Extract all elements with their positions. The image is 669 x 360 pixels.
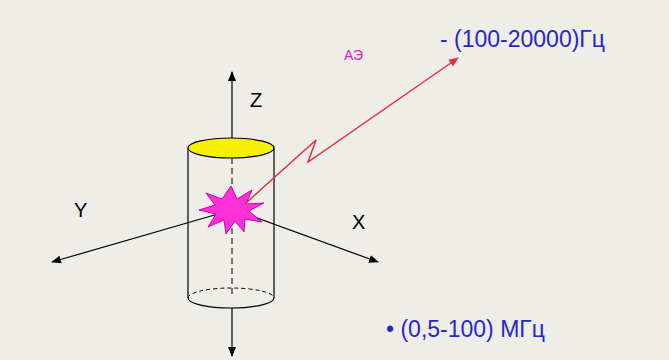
source-burst — [199, 186, 264, 234]
axes — [52, 72, 378, 356]
cylinder — [188, 138, 274, 308]
axis-label: Z — [250, 90, 262, 110]
axis-label: X — [352, 212, 365, 232]
frequency-range: • (0,5-100) МГц — [386, 318, 545, 341]
emission-label: АЭ — [344, 48, 363, 62]
frequency-range: - (100-20000)Гц — [440, 28, 605, 51]
emission-arrow — [246, 58, 458, 203]
axis-label: Y — [74, 200, 87, 220]
